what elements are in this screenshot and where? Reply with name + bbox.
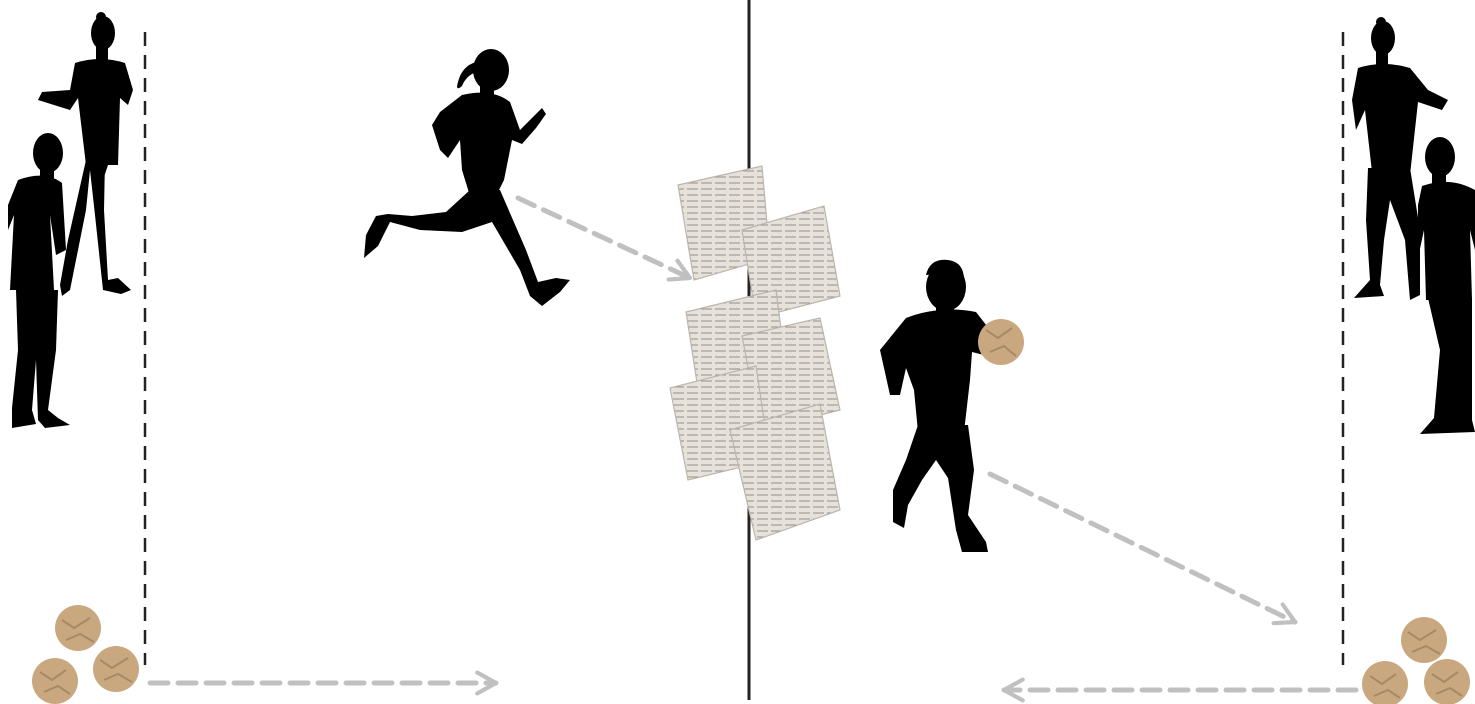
- paper-ball: [1424, 659, 1470, 704]
- newspaper-pile: [670, 166, 840, 540]
- arrow-runner-to-right-boundary: [990, 474, 1295, 622]
- paper-ball: [55, 605, 101, 651]
- paper-ball: [1362, 661, 1408, 704]
- held-paper-ball: [978, 319, 1024, 365]
- female-runner-silhouette: [364, 49, 570, 306]
- paper-ball: [93, 646, 139, 692]
- male-runner-silhouette: [880, 260, 990, 552]
- paper-ball: [1401, 617, 1447, 663]
- left-paper-ball-pile: [32, 605, 139, 704]
- left-spectator-man: [8, 133, 70, 428]
- right-spectator-man: [1418, 137, 1475, 434]
- arrow-runner-to-newspapers: [518, 198, 690, 278]
- right-paper-ball-pile: [1362, 617, 1470, 704]
- paper-ball: [32, 658, 78, 704]
